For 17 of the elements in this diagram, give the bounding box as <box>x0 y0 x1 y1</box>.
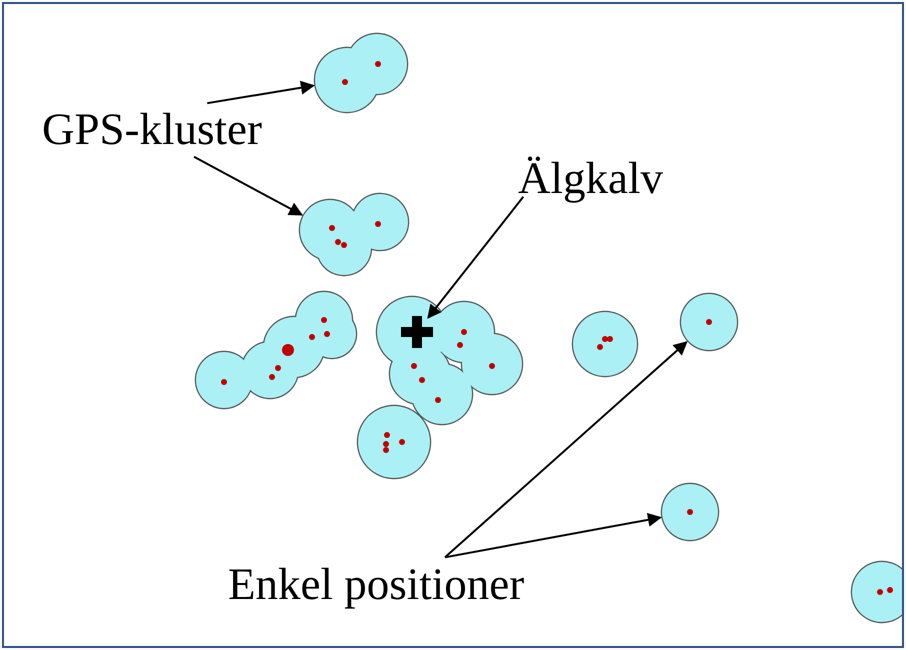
leader-arrow <box>194 156 304 216</box>
position-circle <box>660 482 720 542</box>
leader-arrow <box>427 196 524 319</box>
cluster-blob <box>376 296 524 426</box>
cluster-blob <box>194 290 358 410</box>
leader-arrow <box>207 80 315 104</box>
leader-arrow <box>444 512 662 558</box>
position-circle <box>572 310 638 378</box>
cluster-blob <box>298 192 410 276</box>
cluster-blob <box>314 32 408 114</box>
map-label: Enkel positioner <box>228 562 524 607</box>
map-label: Älgkalv <box>518 156 663 201</box>
position-circle <box>680 292 738 352</box>
position-circle <box>850 560 902 624</box>
position-circle <box>356 404 432 480</box>
map-label: GPS-kluster <box>42 107 262 152</box>
leader-arrow <box>444 341 688 558</box>
